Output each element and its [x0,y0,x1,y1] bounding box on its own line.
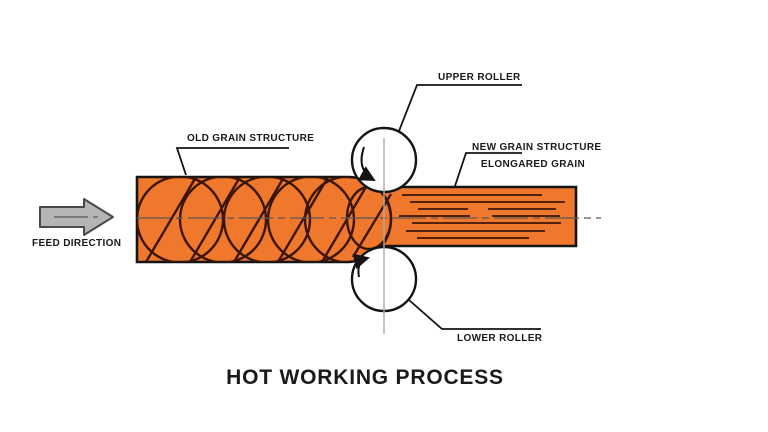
lower-roller-rotation-arrow-icon [352,253,370,278]
lower-roller-leader-line [408,299,541,330]
new-grain-label-line1: NEW GRAIN STRUCTURE [472,142,602,153]
old-grain-leader-line [175,147,289,176]
new-grain-label: NEW GRAIN STRUCTURE ELONGARED GRAIN [472,139,602,173]
new-grain-leader-line [454,152,522,187]
diagram-title: HOT WORKING PROCESS [226,366,504,389]
elongated-grain-pattern [399,194,565,239]
upper-roller-label: UPPER ROLLER [438,72,521,83]
feed-direction-label: FEED DIRECTION [32,238,122,249]
upper-roller-rotation-arrow-icon [357,146,376,181]
horizontal-centerline [54,216,601,219]
upper-roller-leader-line [398,84,522,132]
old-grain-label: OLD GRAIN STRUCTURE [187,133,315,144]
new-grain-label-line2: ELONGARED GRAIN [480,159,586,170]
lower-roller-label: LOWER ROLLER [457,333,543,344]
